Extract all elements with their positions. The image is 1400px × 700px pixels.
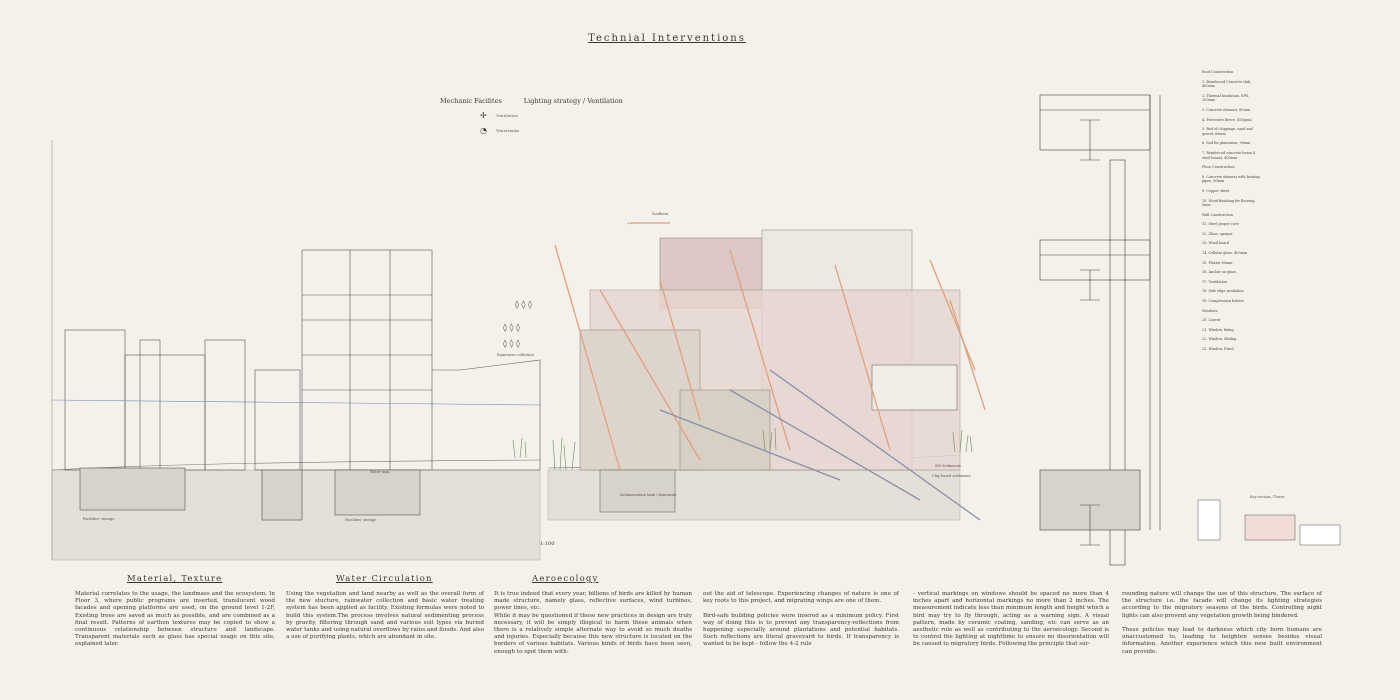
note: 15. Plaster 80mm xyxy=(1202,260,1233,265)
svg-text:◊ ◊ ◊: ◊ ◊ ◊ xyxy=(515,300,532,309)
section-heading-aeroecology: Aeroecology xyxy=(532,574,599,584)
text-water: Using the vegetation and land nearby as … xyxy=(286,591,484,641)
wall-detail-section xyxy=(1039,94,1161,566)
legend-item: ✢ Ventilation xyxy=(480,111,518,120)
silt-label: Silt Sediments xyxy=(935,464,961,468)
note: 11. Steel proper cove xyxy=(1202,222,1239,227)
section-heading-water: Water Circulation xyxy=(336,574,433,584)
note: 17. Ventilation xyxy=(1202,279,1228,284)
water-tank-label: Water tank xyxy=(370,470,390,474)
text-column-5: - vertical markings on windows should be… xyxy=(913,591,1109,648)
svg-text:◊ ◊ ◊: ◊ ◊ ◊ xyxy=(503,339,520,348)
facilities-storage-label: Facilities' storage xyxy=(83,517,115,521)
legend-mechanic-heading: Mechanic Facilites xyxy=(440,97,502,105)
note: 6. Soil for plantation, 90mm xyxy=(1202,141,1251,146)
text-aeroecology: It is true indeed that every year, billi… xyxy=(494,591,692,655)
clay-label: Clay based sediments xyxy=(932,474,971,478)
middle-section-buildings xyxy=(579,229,961,513)
note: Windows xyxy=(1202,308,1218,313)
southern-label: Southern xyxy=(652,212,669,216)
note: 19. Compression bolster xyxy=(1202,299,1245,304)
note: 23. Window, Fixed xyxy=(1202,347,1234,351)
key-plan-label: Key section / Tower xyxy=(1250,495,1285,499)
note: 22. Window, Sliding xyxy=(1202,337,1237,342)
note: 21. Window, fixing xyxy=(1202,327,1234,332)
note: 3. Concrete element, 80mm xyxy=(1202,107,1250,112)
construction-notes: Roof Construction 1. Reinforced Concrete… xyxy=(1202,70,1262,357)
note: Floor Construction xyxy=(1202,165,1235,170)
note: 13. Wood board xyxy=(1202,241,1230,246)
scale-label: 1:100 xyxy=(540,541,555,547)
note: 4. Protective fleece, 400g/m2 xyxy=(1202,117,1253,122)
note: 9. Copper sheet xyxy=(1202,188,1230,193)
vegetation xyxy=(512,427,973,471)
ground-section xyxy=(51,454,961,561)
note: 7. Reinforced concrete beam (I steel bea… xyxy=(1202,150,1256,160)
note: 10. Wood finishing for flooring, 5mm xyxy=(1202,198,1256,208)
lighting-legend: Mechanic Facilites Lighting strategy / V… xyxy=(440,97,623,135)
note: 16. Anchor on glass xyxy=(1202,270,1236,275)
note: 20. Louver xyxy=(1202,318,1221,323)
svg-text:◊ ◊ ◊: ◊ ◊ ◊ xyxy=(503,323,520,332)
text-column-6: rounding nature will change the use of t… xyxy=(1122,591,1322,655)
text-column-4: out the aid of telescope. Experiencing c… xyxy=(703,591,899,648)
page-title: Technial Interventions xyxy=(588,33,746,44)
facilities-storage-label: Facilities' storage xyxy=(345,518,377,522)
note: 5. Bed of chippings, sand and gravel, 60… xyxy=(1202,127,1253,136)
text-material: Material correlates to the usage, the la… xyxy=(75,591,275,648)
rainwater-label: Rainwater collection xyxy=(497,353,534,357)
key-plan xyxy=(1197,499,1341,546)
note: Roof Construction xyxy=(1202,70,1234,74)
note: 1. Reinforced Concrete slab, 400mm xyxy=(1202,79,1252,89)
water-drop-icon: ◔ xyxy=(480,126,487,135)
left-section-buildings xyxy=(51,249,541,521)
note: 2. Thermal Insulation, EPS, 200mm xyxy=(1202,93,1250,103)
light-rays xyxy=(554,244,986,521)
note: 18. Side edge insulation xyxy=(1202,289,1244,294)
legend-lighting-heading: Lighting strategy / Ventilation xyxy=(523,97,623,105)
arrow-left-icon: ← xyxy=(627,219,634,228)
water-drop-icon: ◊ ◊ ◊ ◊ ◊ ◊ ◊ ◊ ◊ xyxy=(503,300,532,348)
legend-item: ◔ Watertanks xyxy=(480,126,520,135)
note: 14. Cellular glass, 400mm xyxy=(1202,251,1248,256)
note: Wall Construction xyxy=(1202,212,1233,217)
fan-icon: ✢ xyxy=(480,111,487,120)
note: 12. Glass, opaque xyxy=(1202,231,1233,236)
note: 8. Concrete element with heating pipes, … xyxy=(1202,174,1260,184)
section-heading-material: Material, Texture xyxy=(127,574,223,584)
sedimentation-label: Sedimentation tank / Rainwater xyxy=(620,493,677,497)
